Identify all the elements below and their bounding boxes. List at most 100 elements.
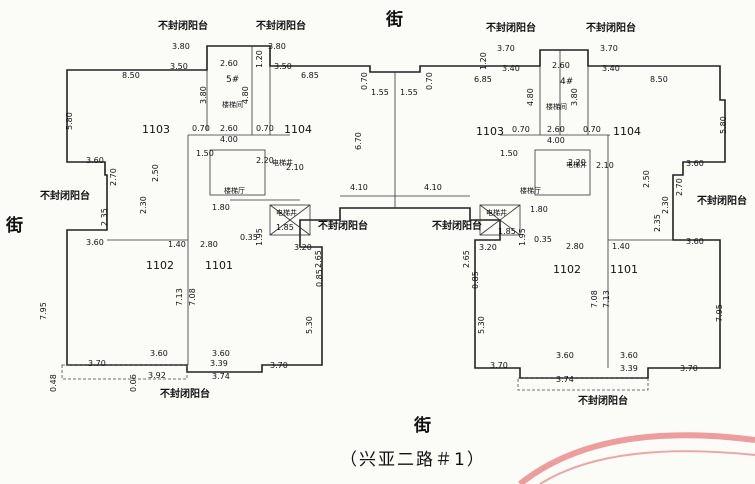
dimension-label: 1.95 xyxy=(255,228,264,246)
dimension-label: 1.55 xyxy=(371,88,389,97)
dimension-label: 6.70 xyxy=(354,132,363,150)
dimension-label: 3.40 xyxy=(502,64,520,73)
dimension-label: 3.70 xyxy=(497,44,515,53)
dimension-label: 2.60 xyxy=(552,61,570,70)
room-label: 楼梯间 xyxy=(546,103,567,111)
balcony-outline-bl xyxy=(61,364,188,380)
dimension-label: 2.30 xyxy=(661,196,670,214)
dimension-label: 1.50 xyxy=(500,149,518,158)
dimension-label: 5.30 xyxy=(477,316,486,334)
dimension-label: 3.39 xyxy=(210,359,228,368)
dimension-label: 0.06 xyxy=(129,374,138,392)
stairhall-right xyxy=(534,149,591,196)
dimension-label: 3.20 xyxy=(294,243,312,252)
dimension-label: 2.20 xyxy=(256,156,274,165)
unit-number: 1104 xyxy=(284,123,312,136)
dimension-label: 4.00 xyxy=(220,135,238,144)
room-label: 楼梯间 xyxy=(222,101,243,109)
dimension-label: 7.08 xyxy=(188,288,197,306)
dimension-label: 3.60 xyxy=(86,156,104,165)
dimension-label: 2.10 xyxy=(596,161,614,170)
dimension-label: 2.80 xyxy=(200,240,218,249)
dimension-label: 3.60 xyxy=(212,349,230,358)
dimension-label: 3.60 xyxy=(686,159,704,168)
dimension-label: 1.40 xyxy=(168,240,186,249)
dimension-label: 3.70 xyxy=(600,44,618,53)
dimension-label: 1.50 xyxy=(196,149,214,158)
dimension-label: 4.80 xyxy=(526,88,535,106)
dimension-label: 1.20 xyxy=(479,52,488,70)
elevator-left-x2 xyxy=(269,204,311,236)
dimension-label: 1.80 xyxy=(530,205,548,214)
core-label: 5# xyxy=(226,75,240,85)
unit-number: 1103 xyxy=(142,123,170,136)
dimension-label: 2.80 xyxy=(566,242,584,251)
unit-number: 1101 xyxy=(610,263,638,276)
dimension-label: 3.60 xyxy=(86,238,104,247)
dimension-label: 3.20 xyxy=(479,243,497,252)
unit-number: 1102 xyxy=(553,263,581,276)
dimension-label: 1.85 xyxy=(498,227,516,236)
dimension-label: 3.60 xyxy=(150,349,168,358)
balcony-label: 不封闭阳台 xyxy=(40,191,90,202)
dimension-label: 2.60 xyxy=(547,125,565,134)
dimension-label: 7.95 xyxy=(715,304,724,322)
dimension-label: 4.10 xyxy=(350,183,368,192)
dimension-label: 2.50 xyxy=(151,164,160,182)
dimension-label: 0.70 xyxy=(192,124,210,133)
dimension-label: 2.70 xyxy=(675,178,684,196)
right-wing-outline xyxy=(395,49,726,379)
dimension-label: 2.70 xyxy=(109,168,118,186)
unit-number: 1102 xyxy=(146,259,174,272)
dimension-label: 2.20 xyxy=(568,158,586,167)
dimension-label: 1.55 xyxy=(400,88,418,97)
left-wing-outline xyxy=(66,45,395,373)
unit-number: 1103 xyxy=(476,125,504,138)
dimension-label: 2.60 xyxy=(220,124,238,133)
dimension-label: 2.65 xyxy=(314,250,323,268)
balcony-outline-br xyxy=(517,377,649,391)
dimension-label: 8.50 xyxy=(122,71,140,80)
dimension-label: 6.85 xyxy=(474,75,492,84)
dimension-label: 4.00 xyxy=(547,136,565,145)
dimension-label: 2.50 xyxy=(642,170,651,188)
room-label: 电梯井 xyxy=(486,209,507,217)
dimension-label: 1.20 xyxy=(255,50,264,68)
balcony-label: 不封闭阳台 xyxy=(697,196,747,207)
room-label: 楼梯厅 xyxy=(224,187,245,195)
room-label: 楼梯厅 xyxy=(520,187,541,195)
dimension-label: 7.95 xyxy=(39,302,48,320)
dimension-label: 0.85 xyxy=(471,271,480,289)
dimension-label: 2.10 xyxy=(286,163,304,172)
unit-number: 1104 xyxy=(613,125,641,138)
dimension-label: 1.80 xyxy=(212,203,230,212)
dimension-label: 3.74 xyxy=(556,375,574,384)
balcony-label: 不封闭阳台 xyxy=(586,23,636,34)
stairhall-left xyxy=(209,149,266,196)
street-label-bottom: 街 xyxy=(414,416,431,436)
dimension-label: 3.74 xyxy=(212,372,230,381)
dimension-label: 2.65 xyxy=(462,250,471,268)
dimension-label: 0.70 xyxy=(512,125,530,134)
dimension-label: 3.80 xyxy=(172,42,190,51)
dimension-label: 3.70 xyxy=(270,361,288,370)
dimension-label: 7.08 xyxy=(590,290,599,308)
dimension-label: 0.70 xyxy=(425,72,434,90)
balcony-label: 不封闭阳台 xyxy=(158,21,208,32)
plan-caption: （兴亚二路＃1） xyxy=(340,450,486,470)
stamp-arc-inner xyxy=(539,450,755,484)
dimension-label: 3.80 xyxy=(570,88,579,106)
dimension-label: 3.80 xyxy=(199,86,208,104)
dimension-label: 6.85 xyxy=(301,71,319,80)
dimension-label: 7.13 xyxy=(175,288,184,306)
dimension-label: 2.35 xyxy=(100,208,109,226)
dimension-label: 3.60 xyxy=(686,237,704,246)
dimension-label: 0.70 xyxy=(583,125,601,134)
dimension-label: 3.70 xyxy=(88,359,106,368)
core-label: 4# xyxy=(560,77,574,87)
elevator-right xyxy=(479,204,521,236)
dimension-label: 3.60 xyxy=(620,351,638,360)
elevator-right-x2 xyxy=(479,204,521,236)
dimension-label: 2.60 xyxy=(220,59,238,68)
